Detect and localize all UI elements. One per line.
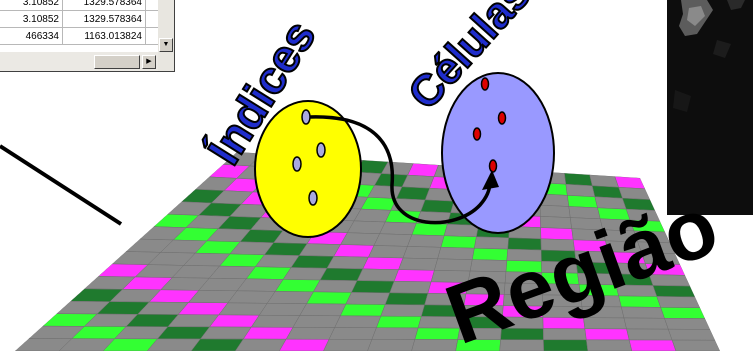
grid-cell	[368, 339, 415, 351]
grid-cell	[567, 195, 597, 207]
grid-cell	[412, 223, 448, 236]
cell-dot	[474, 128, 481, 140]
grid-cell	[415, 328, 460, 340]
grid-cell	[381, 305, 425, 317]
grid-cell	[267, 291, 313, 303]
grid-cell	[629, 340, 676, 351]
grid-cell	[583, 318, 626, 329]
pointer-line	[0, 146, 121, 224]
grid-cell	[210, 315, 260, 327]
index-dot	[317, 143, 325, 157]
grid-cell	[191, 339, 243, 351]
grid-cell	[380, 222, 417, 235]
grid-cell	[346, 292, 390, 304]
grid-cell	[661, 307, 705, 318]
grid-cell	[672, 340, 720, 351]
grid-cell	[394, 270, 434, 282]
grid-cell	[313, 280, 357, 292]
index-dot	[293, 157, 301, 171]
index-dot	[309, 191, 317, 205]
grid-cell	[293, 316, 340, 328]
grid-cell	[540, 205, 570, 217]
grid-cell	[374, 234, 412, 247]
grid-cell	[340, 304, 385, 316]
grid-cell	[335, 316, 381, 328]
index-dot	[302, 110, 310, 124]
grid-cell	[300, 304, 346, 316]
grid-cell	[407, 235, 444, 248]
grid-cell	[627, 329, 673, 340]
grid-cell	[564, 173, 592, 186]
grid-cell	[385, 293, 428, 305]
grid-cell	[402, 175, 434, 188]
grid-cell	[408, 163, 439, 176]
cell-dot	[482, 78, 489, 90]
grid-cell	[368, 245, 407, 258]
grid-cell	[352, 281, 395, 293]
celulas-ellipse	[442, 73, 554, 233]
grid-cell	[323, 339, 372, 351]
grid-cell	[590, 175, 619, 188]
grid-cell	[235, 339, 286, 351]
grid-cell	[438, 247, 475, 259]
grid-cell	[624, 318, 668, 329]
grid-cell	[307, 292, 352, 304]
grid-cell	[412, 339, 458, 351]
cell-dot	[499, 112, 506, 124]
grid-cell	[363, 257, 403, 269]
grid-cell	[376, 316, 421, 328]
grid-cell	[585, 329, 629, 340]
grid-cell	[668, 329, 715, 340]
grid-cell	[396, 187, 429, 200]
grid-cell	[403, 246, 441, 258]
grid-cell	[243, 327, 293, 339]
grid-cell	[372, 328, 418, 340]
grid-cell	[275, 279, 320, 291]
grid-cell	[354, 209, 391, 222]
grid-cell	[441, 236, 477, 248]
grid-cell	[390, 281, 431, 293]
grid-cell	[286, 327, 335, 339]
grid-cell	[334, 245, 374, 258]
grid-cell	[664, 318, 710, 329]
grid-cell	[399, 258, 438, 270]
grid-cell	[200, 327, 251, 339]
grid-cell	[347, 221, 385, 234]
grid-cell	[327, 256, 368, 269]
grid-cell	[615, 176, 645, 188]
grid-cell	[586, 340, 632, 351]
grid-cell	[421, 200, 454, 213]
cell-dot	[490, 160, 497, 172]
grid-cell	[566, 184, 595, 197]
grid-cell	[341, 233, 380, 246]
grid-cell	[259, 303, 306, 315]
celulas-set	[442, 73, 554, 233]
grid-cell	[251, 315, 300, 327]
grid-cell	[283, 267, 327, 280]
grid-cell	[621, 307, 664, 318]
grid-cell	[543, 340, 587, 351]
grid-cell	[320, 268, 363, 280]
grid-cell	[279, 339, 329, 351]
grid-cell	[657, 296, 700, 307]
grid-cell	[329, 328, 376, 340]
grid-cell	[592, 186, 622, 198]
grid-cell	[357, 269, 398, 281]
